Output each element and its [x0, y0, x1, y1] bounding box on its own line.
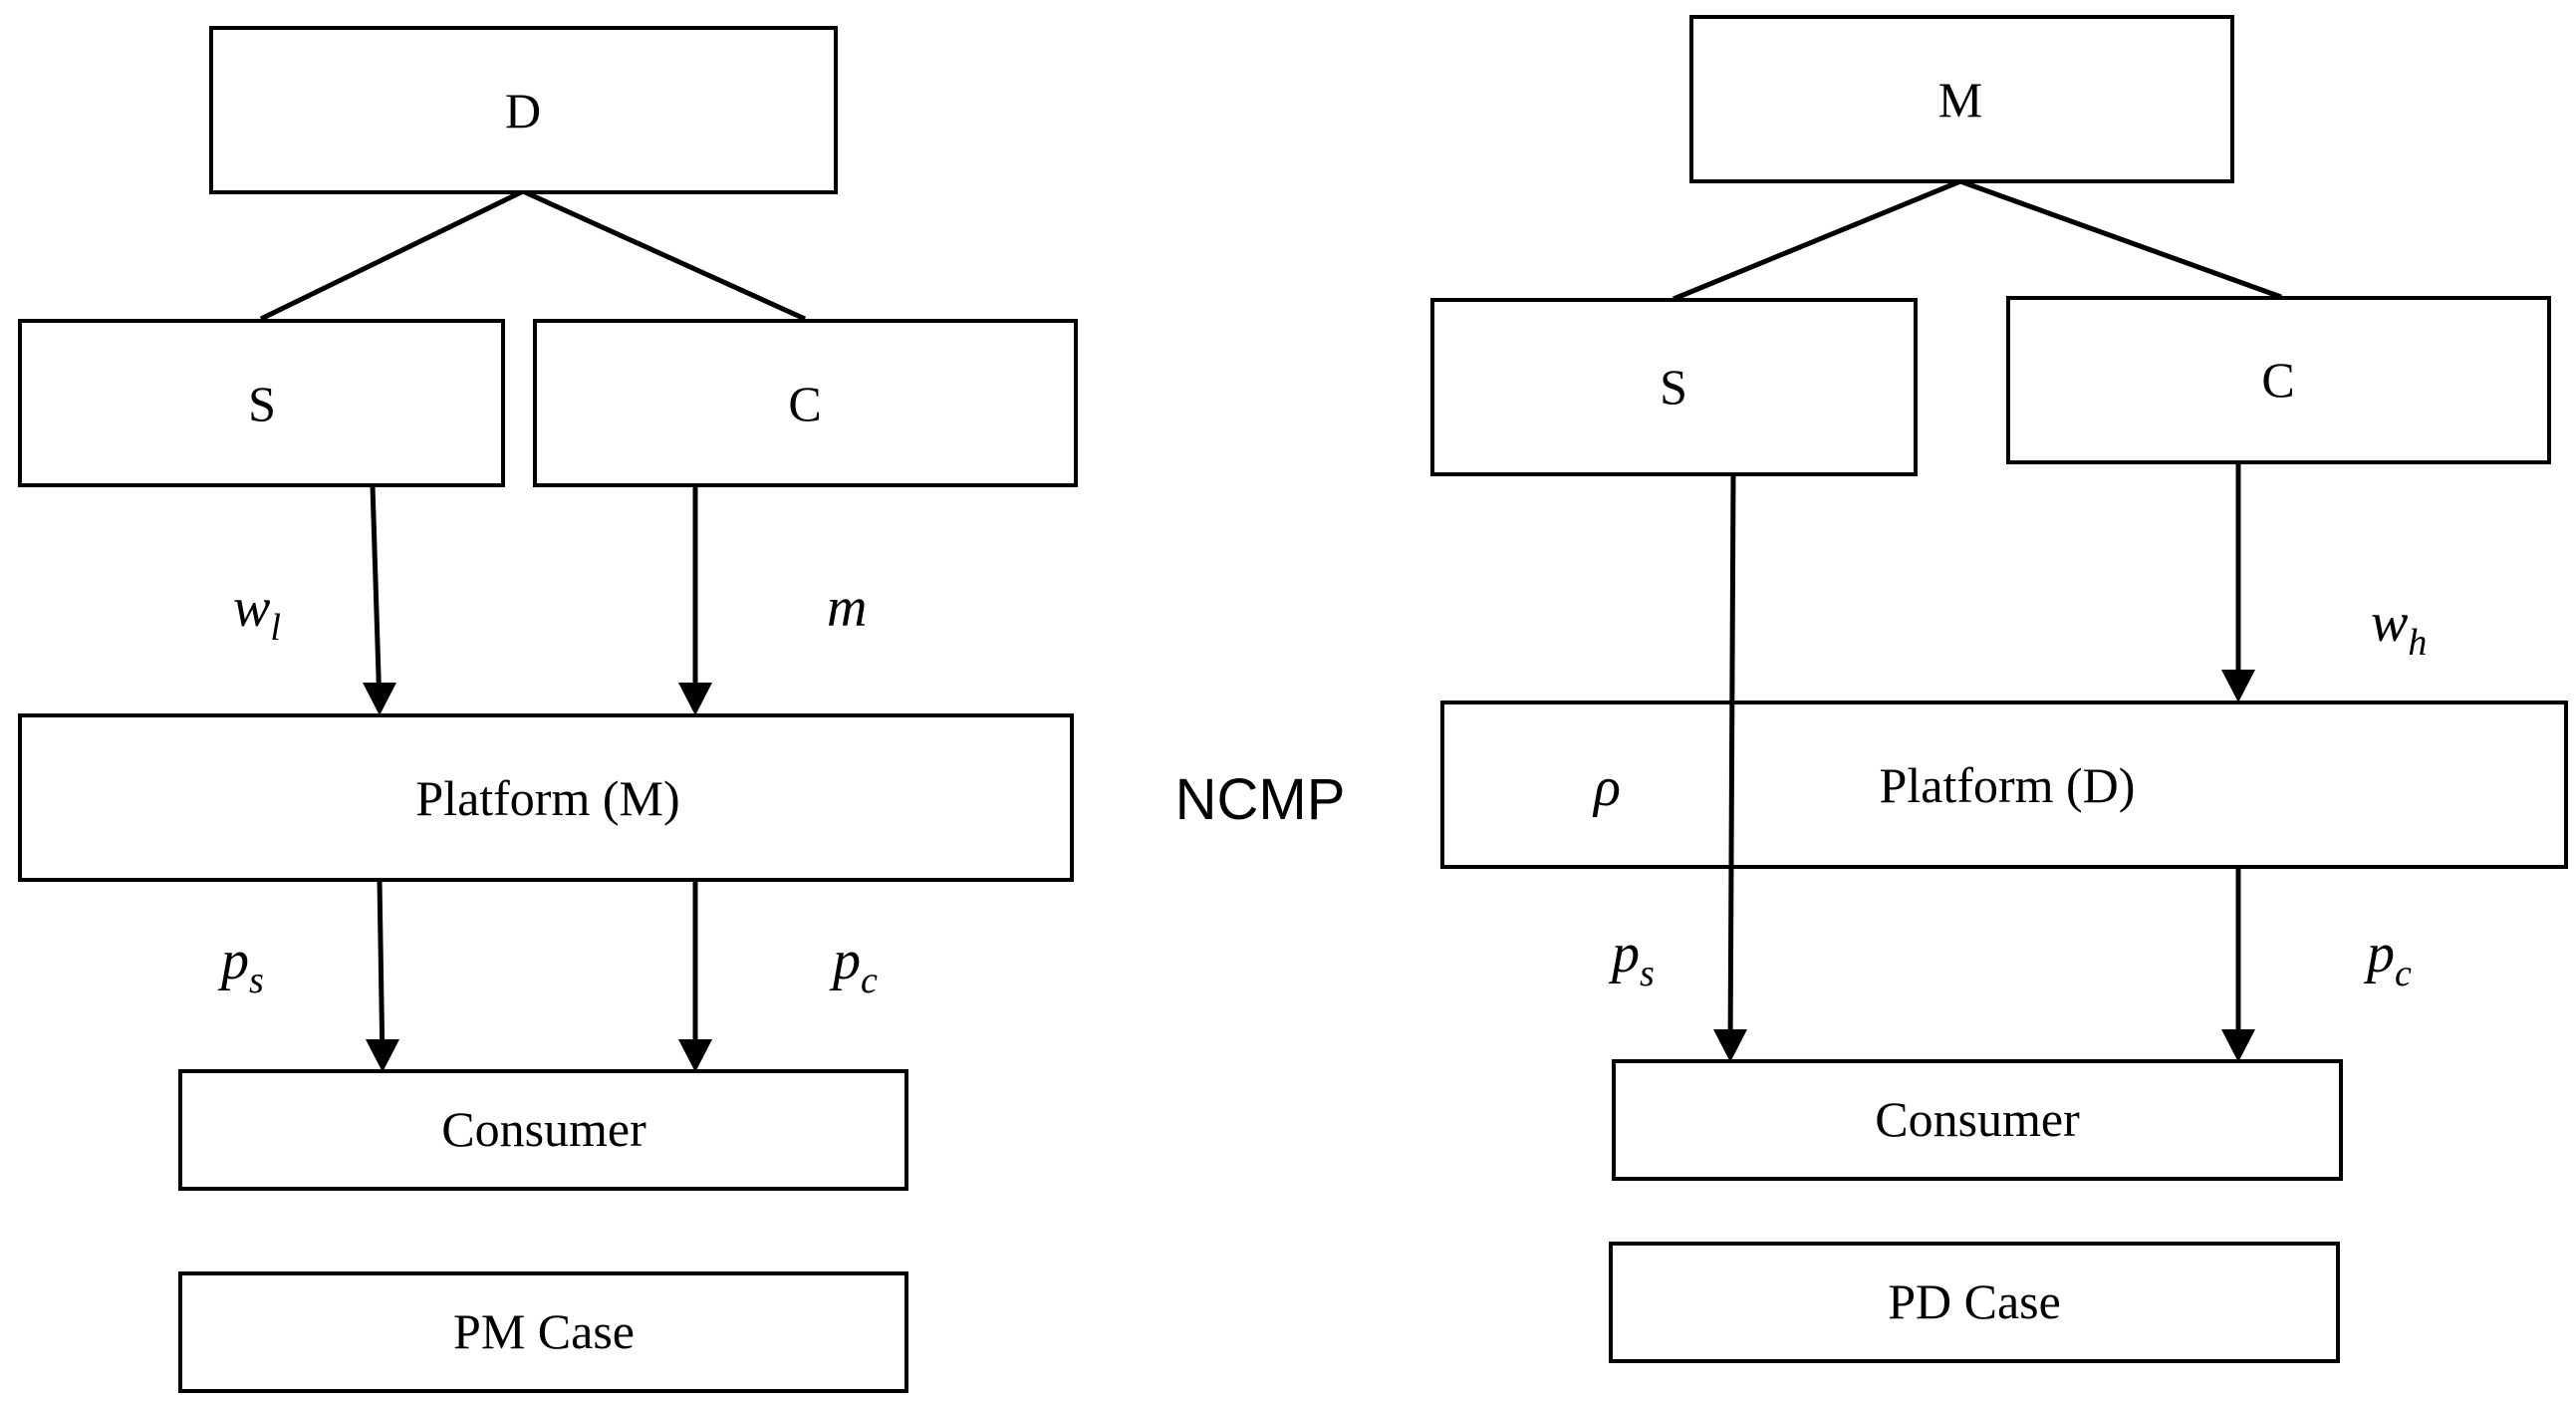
pd-case-label: PD Case	[1888, 1273, 2061, 1329]
pd-top-label: M	[1938, 72, 1982, 128]
pm-platform-label: Platform (M)	[415, 770, 679, 826]
pd-var-wh: wh	[2371, 592, 2427, 664]
pm-arrowhead-3	[366, 1039, 399, 1072]
pd-top-box	[1689, 15, 2234, 183]
pd-var-ps: ps	[1608, 923, 1655, 994]
pd-competitor-label: C	[2261, 352, 2294, 408]
pd-case-label-box	[1609, 1242, 2340, 1363]
pd-arrowhead-2	[1713, 1029, 1747, 1062]
pd-connector-left	[1673, 178, 1961, 302]
pm-case-diagram: D S C wl m Platform (M) ps pc Consumer P…	[18, 26, 1078, 1393]
pm-top-label: D	[505, 83, 541, 139]
pm-var-ps: ps	[217, 930, 264, 1001]
pm-competitor-label: C	[788, 376, 821, 431]
pd-var-pc: pc	[2363, 923, 2412, 994]
pm-supplier-box	[18, 319, 505, 487]
pd-var-rho: ρ	[1592, 756, 1621, 818]
pd-consumer-box	[1612, 1059, 2343, 1181]
pm-arrow-supplier-to-platform	[370, 484, 383, 708]
pd-platform-label: Platform (D)	[1880, 757, 2136, 813]
pm-arrowhead-4	[678, 1039, 712, 1072]
pd-supplier-box	[1430, 298, 1918, 476]
pd-consumer-label: Consumer	[1875, 1091, 2080, 1147]
pm-supplier-label: S	[248, 376, 276, 431]
pm-connector-right	[521, 188, 807, 322]
pd-supplier-label: S	[1660, 359, 1687, 415]
pm-var-pc: pc	[829, 930, 878, 1001]
pm-consumer-label: Consumer	[441, 1101, 646, 1157]
pm-arrowhead-2	[678, 683, 712, 715]
pm-connector-left	[259, 188, 525, 322]
pd-connector-right	[1959, 178, 2282, 300]
pd-arrow-supplier-to-consumer	[1727, 473, 1736, 1055]
pm-top-box	[209, 26, 838, 194]
pm-var-m: m	[827, 577, 867, 639]
pd-arrowhead-1	[2221, 670, 2255, 702]
pm-arrow-platform-to-consumer-left	[377, 879, 386, 1065]
pm-case-label-box	[178, 1271, 908, 1393]
pm-consumer-box	[178, 1069, 908, 1191]
pm-competitor-box	[533, 319, 1078, 487]
pm-var-wl: wl	[233, 577, 281, 649]
pm-arrowhead-1	[363, 683, 396, 715]
pd-platform-box	[1440, 701, 2568, 869]
pd-case-diagram: M S C wh Platform (D) ρ ps pc Consumer P…	[1430, 15, 2568, 1363]
pm-case-label: PM Case	[453, 1303, 635, 1359]
ncmp-label: NCMP	[1175, 767, 1346, 832]
pd-competitor-box	[2006, 296, 2551, 464]
pm-platform-box	[18, 713, 1074, 882]
pd-arrowhead-3	[2221, 1029, 2255, 1062]
